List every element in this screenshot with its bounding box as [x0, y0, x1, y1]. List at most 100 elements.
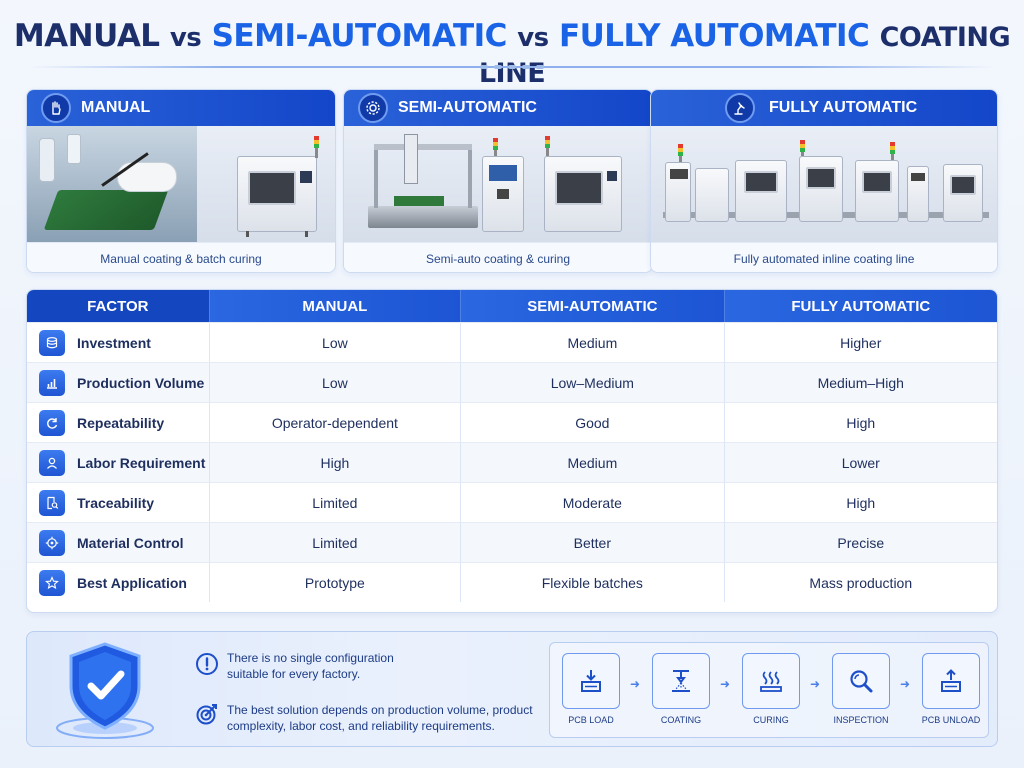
title-semi-automatic: SEMI-AUTOMATIC [211, 18, 508, 54]
title-fully-automatic: FULLY AUTOMATIC [558, 18, 870, 54]
flow-arrow-icon: ➜ [630, 677, 641, 691]
card-manual-caption: Manual coating & batch curing [27, 242, 335, 272]
comparison-table: FACTOR MANUAL SEMI-AUTOMATIC FULLY AUTOM… [26, 289, 998, 613]
note-no-single-configuration: There is no single configuration suitabl… [227, 651, 394, 681]
refresh-icon [39, 409, 65, 436]
cell-fully-automatic: High [723, 403, 997, 442]
cell-manual: Prototype [208, 563, 460, 602]
cell-manual: Low [208, 363, 460, 402]
flow-step-pcb-load: PCB LOAD [556, 653, 626, 729]
cell-manual: Low [208, 323, 460, 362]
factor-label: Labor Requirement [77, 454, 206, 471]
semi-auto-controller [482, 156, 524, 232]
hand-icon [41, 93, 71, 123]
table-row: Traceability Limited Moderate High [27, 482, 997, 522]
card-fully-automatic: FULLY AUTOMATIC Fully automated inline c… [650, 89, 998, 273]
cell-semi-automatic: Low–Medium [460, 363, 723, 402]
table-row: Repeatability Operator-dependent Good Hi… [27, 402, 997, 442]
heat-icon [742, 653, 800, 709]
title-vs-1: vs [169, 23, 202, 53]
cell-manual: Limited [208, 483, 460, 522]
card-manual-title: MANUAL [81, 99, 151, 116]
cell-fully-automatic: Medium–High [723, 363, 997, 402]
table-row: Material Control Limited Better Precise [27, 522, 997, 562]
table-row: Production Volume Low Low–Medium Medium–… [27, 362, 997, 402]
header-fully-automatic: FULLY AUTOMATIC [723, 290, 997, 322]
curing-oven [544, 156, 622, 232]
page-title: MANUAL vs SEMI-AUTOMATIC vs FULLY AUTOMA… [0, 18, 1024, 90]
factor-label: Best Application [77, 574, 187, 591]
header-semi-automatic: SEMI-AUTOMATIC [460, 290, 724, 322]
title-manual: MANUAL [13, 18, 160, 54]
card-semi-automatic-caption: Semi-auto coating & curing [344, 242, 652, 272]
card-manual-header: MANUAL [27, 90, 335, 126]
cell-semi-automatic: Better [460, 523, 723, 562]
flow-label: CURING [753, 715, 789, 725]
card-semi-automatic-header: SEMI-AUTOMATIC [344, 90, 652, 126]
factor-label: Traceability [77, 494, 155, 511]
flow-label: INSPECTION [833, 715, 889, 725]
batch-curing-oven [237, 156, 317, 237]
cell-manual: Limited [208, 523, 460, 562]
table-header: FACTOR MANUAL SEMI-AUTOMATIC FULLY AUTOM… [27, 290, 997, 322]
cell-fully-automatic: Precise [723, 523, 997, 562]
title-coating-line: COATING LINE [478, 22, 1011, 89]
card-fully-automatic-header: FULLY AUTOMATIC [651, 90, 997, 126]
robot-arm-icon [725, 93, 755, 123]
flow-step-curing: CURING [736, 653, 806, 729]
process-flow: PCB LOAD ➜ COATING ➜ CURING ➜ INSPECTION… [549, 642, 989, 738]
summary-panel: There is no single configuration suitabl… [26, 631, 998, 747]
flow-label: PCB LOAD [568, 715, 614, 725]
header-factor: FACTOR [27, 290, 209, 322]
pcb-unload-icon [922, 653, 980, 709]
flow-arrow-icon: ➜ [810, 677, 821, 691]
flow-step-coating: COATING [646, 653, 716, 729]
magnifier-icon [832, 653, 890, 709]
factor-label: Material Control [77, 534, 184, 551]
card-manual: MANUAL Manual coating & batch curing [26, 89, 336, 273]
flow-arrow-icon: ➜ [720, 677, 731, 691]
cell-semi-automatic: Moderate [460, 483, 723, 522]
card-fully-automatic-caption: Fully automated inline coating line [651, 242, 997, 272]
header-manual: MANUAL [208, 290, 461, 322]
table-row: Labor Requirement High Medium Lower [27, 442, 997, 482]
card-fully-automatic-title: FULLY AUTOMATIC [769, 99, 918, 116]
cell-manual: Operator-dependent [208, 403, 460, 442]
flow-label: PCB UNLOAD [921, 715, 981, 725]
note-best-solution: The best solution depends on production … [227, 703, 533, 733]
info-exclamation-icon [195, 652, 219, 676]
cell-manual: High [208, 443, 460, 482]
cell-fully-automatic: High [723, 483, 997, 522]
cell-semi-automatic: Good [460, 403, 723, 442]
cell-fully-automatic: Mass production [723, 563, 997, 602]
user-icon [39, 449, 65, 476]
shield-check-icon [41, 636, 181, 744]
flow-step-inspection: INSPECTION [826, 653, 896, 729]
spray-nozzle-icon [652, 653, 710, 709]
flow-arrow-icon: ➜ [900, 677, 911, 691]
cell-fully-automatic: Lower [723, 443, 997, 482]
coins-icon [39, 329, 65, 356]
factor-label: Investment [77, 334, 151, 351]
card-semi-automatic: SEMI-AUTOMATIC Semi-auto coating & curin… [343, 89, 653, 273]
cell-semi-automatic: Flexible batches [460, 563, 723, 602]
inline-coating-line-photo [651, 126, 997, 242]
flow-step-pcb-unload: PCB UNLOAD [916, 653, 986, 729]
target-icon [39, 529, 65, 556]
divider-ornament [452, 62, 572, 72]
cell-fully-automatic: Higher [723, 323, 997, 362]
pcb-load-icon [562, 653, 620, 709]
document-search-icon [39, 489, 65, 516]
table-row: Best Application Prototype Flexible batc… [27, 562, 997, 602]
table-row: Investment Low Medium Higher [27, 322, 997, 362]
semi-auto-machine-photo [344, 126, 652, 242]
cell-semi-automatic: Medium [460, 443, 723, 482]
title-vs-2: vs [517, 23, 549, 53]
flow-label: COATING [660, 715, 702, 725]
factor-label: Production Volume [77, 374, 205, 391]
star-icon [39, 569, 65, 596]
gear-icon [358, 93, 388, 123]
card-semi-automatic-title: SEMI-AUTOMATIC [398, 99, 537, 116]
manual-coating-photo [27, 126, 335, 242]
cell-semi-automatic: Medium [460, 323, 723, 362]
